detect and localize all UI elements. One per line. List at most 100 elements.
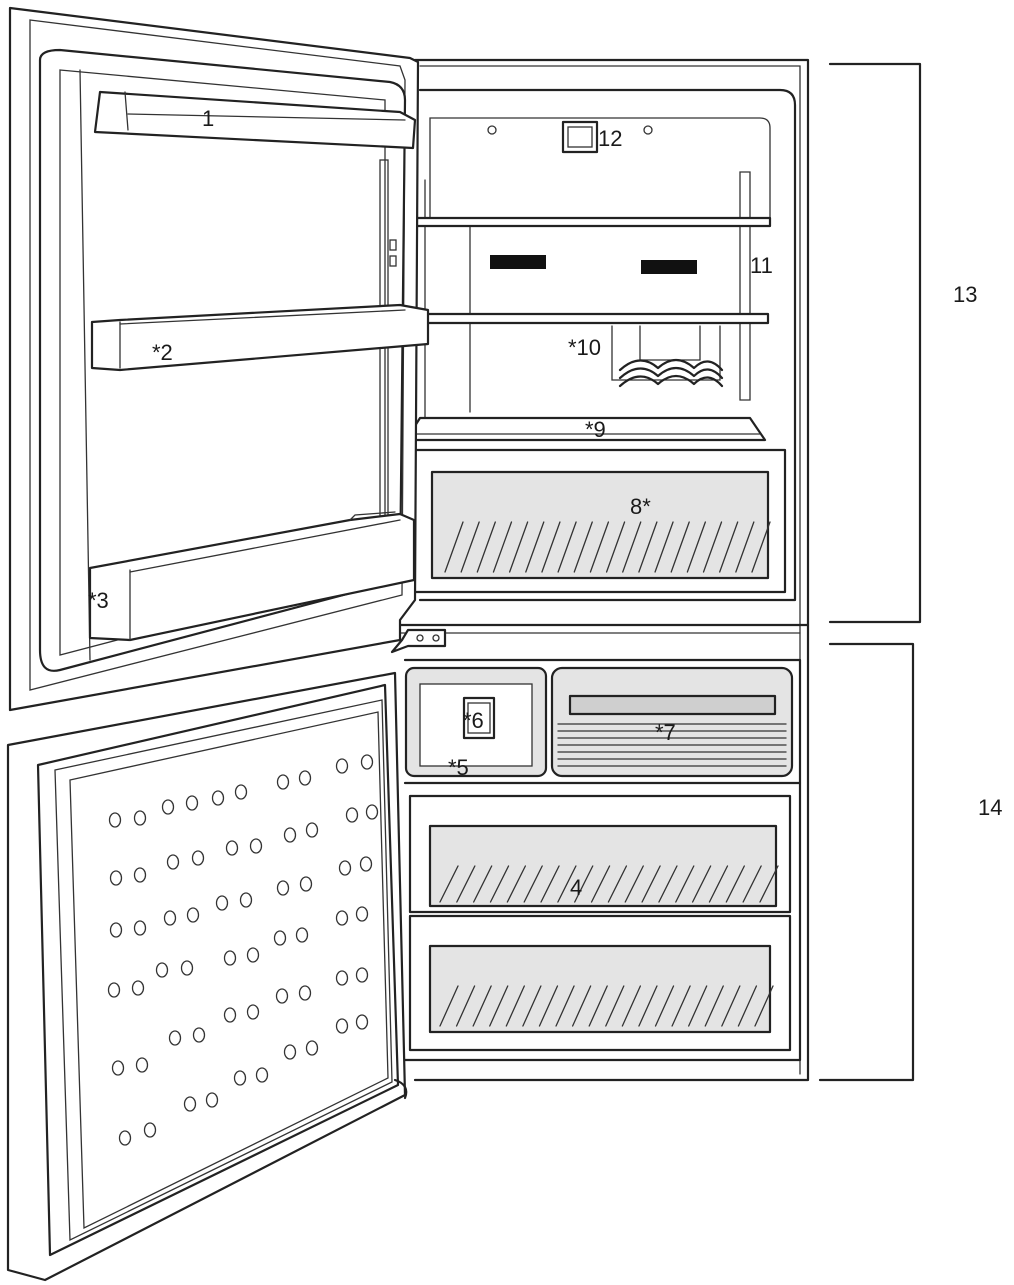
label-4: 4 <box>570 875 582 900</box>
door-dimple <box>192 1027 206 1043</box>
rib-line <box>574 865 594 903</box>
rib-line <box>555 985 575 1027</box>
rib-line <box>605 985 625 1027</box>
door-dimple <box>255 1067 269 1083</box>
door-dimple <box>191 850 205 866</box>
fridge-compartment <box>404 88 797 602</box>
fridge-bracket <box>828 62 922 624</box>
rib-line <box>589 521 610 573</box>
rib-line <box>540 865 560 903</box>
rib-line <box>658 865 678 903</box>
door-dimple <box>335 1018 349 1034</box>
door-dimple <box>205 1092 219 1108</box>
freezer-bracket <box>818 642 915 1082</box>
glass-shelf-top <box>408 216 772 228</box>
air-vent-right <box>641 260 697 274</box>
freezer-compartment <box>390 628 802 1062</box>
rib-line <box>444 521 464 573</box>
label-12: 12 <box>598 126 622 151</box>
door-dimple <box>133 810 147 826</box>
door-dimple <box>234 784 248 800</box>
door-dimple <box>183 1096 197 1112</box>
label-10: *10 <box>568 335 601 360</box>
door-dimple <box>186 907 200 923</box>
rib-line <box>638 985 658 1027</box>
door-dimple <box>223 950 237 966</box>
rib-line <box>686 521 707 573</box>
door-dimple <box>338 860 352 876</box>
door-dimple <box>299 876 313 892</box>
rib-line <box>622 521 642 573</box>
rib-line <box>439 865 459 903</box>
rib-line <box>638 521 658 573</box>
door-dimple <box>108 812 122 828</box>
rib-line <box>557 521 577 573</box>
label-2: *2 <box>152 340 173 365</box>
drawer-upper-ribs <box>439 865 779 903</box>
rib-line <box>522 985 542 1027</box>
rib-line <box>691 865 712 903</box>
door-dimple <box>298 985 312 1001</box>
rib-line <box>702 521 723 573</box>
door-dimple <box>276 880 290 896</box>
door-dimple <box>246 1004 260 1020</box>
rib-line <box>751 521 771 573</box>
rib-line <box>607 865 628 903</box>
rib-line <box>670 521 690 573</box>
door-dimple <box>223 1007 237 1023</box>
door-dimple <box>345 807 359 823</box>
rib-line <box>472 985 492 1027</box>
rib-line <box>688 985 708 1027</box>
middle-hinge <box>390 628 447 654</box>
fast-freeze-compartment <box>550 666 794 778</box>
rib-line <box>605 521 626 573</box>
rib-line <box>725 865 745 903</box>
label-5: *5 <box>448 755 469 780</box>
door-dimple <box>305 1040 319 1056</box>
door-dimple <box>335 970 349 986</box>
door-dimple <box>168 1030 182 1046</box>
drawer-lower-ribs <box>439 985 774 1027</box>
rib-line <box>759 865 779 903</box>
ice-tray <box>462 696 496 740</box>
glass-shelf-middle <box>418 312 770 325</box>
door-dimple <box>163 910 177 926</box>
door-dimple <box>161 799 175 815</box>
crisper-ribs <box>444 521 771 573</box>
rib-line <box>588 985 608 1027</box>
door-dimple <box>135 1057 149 1073</box>
rib-line <box>624 865 644 903</box>
ice-maker <box>404 666 548 778</box>
door-dimple <box>355 967 369 983</box>
door-dimple <box>155 962 169 978</box>
door-dimple <box>131 980 145 996</box>
rib-line <box>737 985 758 1027</box>
label-3: *3 <box>88 588 109 613</box>
door-dimple <box>365 804 379 820</box>
door-dimple <box>133 920 147 936</box>
label-8: 8* <box>630 494 651 519</box>
rib-line <box>439 985 459 1027</box>
door-dimple <box>118 1130 132 1146</box>
door-dimple <box>211 790 225 806</box>
rib-line <box>508 521 529 573</box>
rib-line <box>541 521 561 573</box>
rib-line <box>505 985 525 1027</box>
label-1: 1 <box>202 106 214 131</box>
rib-line <box>538 985 559 1027</box>
label-6: *6 <box>463 708 484 733</box>
door-shelf-bottles <box>88 511 416 642</box>
door-dimple <box>239 892 253 908</box>
door-dimple <box>359 856 373 872</box>
rib-line <box>476 521 496 573</box>
door-dimple <box>295 927 309 943</box>
door-shelf-middle <box>90 303 430 372</box>
door-dimple <box>283 1044 297 1060</box>
door-dimple <box>233 1070 247 1086</box>
rib-line <box>671 985 691 1027</box>
rib-line <box>525 521 545 573</box>
label-14: 14 <box>978 795 1002 820</box>
door-dimple-pattern <box>107 754 379 1146</box>
crisper-drawer <box>406 448 787 594</box>
